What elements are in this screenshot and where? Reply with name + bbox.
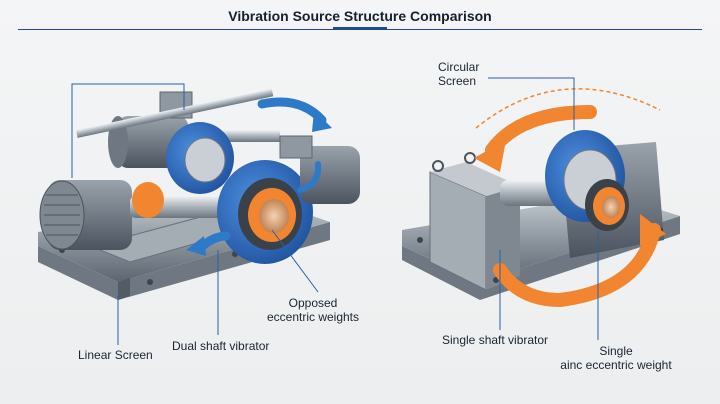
rotation-arrow-icon (640, 214, 666, 246)
title-divider-accent (333, 27, 387, 30)
left-callout-lines (71, 83, 319, 345)
rotation-arrow-icon (474, 140, 506, 172)
single-shaft-vibrator-illustration (402, 130, 680, 300)
label-single-eccentric-weight: Single ainc eccentric weight (560, 344, 672, 372)
label-linear-screen: Linear Screen (78, 348, 153, 362)
label-dual-shaft-vibrator: Dual shaft vibrator (172, 339, 270, 353)
rotation-arrow-icon (312, 110, 332, 132)
rotation-arrow-icon (186, 236, 206, 256)
label-single-shaft-vibrator: Single shaft vibrator (442, 333, 549, 347)
motor-icon (279, 135, 360, 204)
circular-rotation-arrows (474, 88, 666, 308)
right-callout-lines (488, 77, 599, 340)
dual-shaft-vibrator-illustration (38, 88, 360, 300)
label-opposed-eccentric-weights: Opposed eccentric weights (266, 296, 360, 324)
page-title: Vibration Source Structure Comparison (228, 8, 492, 24)
label-circular-screen: Circular Screen (438, 60, 480, 88)
motor-icon (39, 180, 132, 250)
